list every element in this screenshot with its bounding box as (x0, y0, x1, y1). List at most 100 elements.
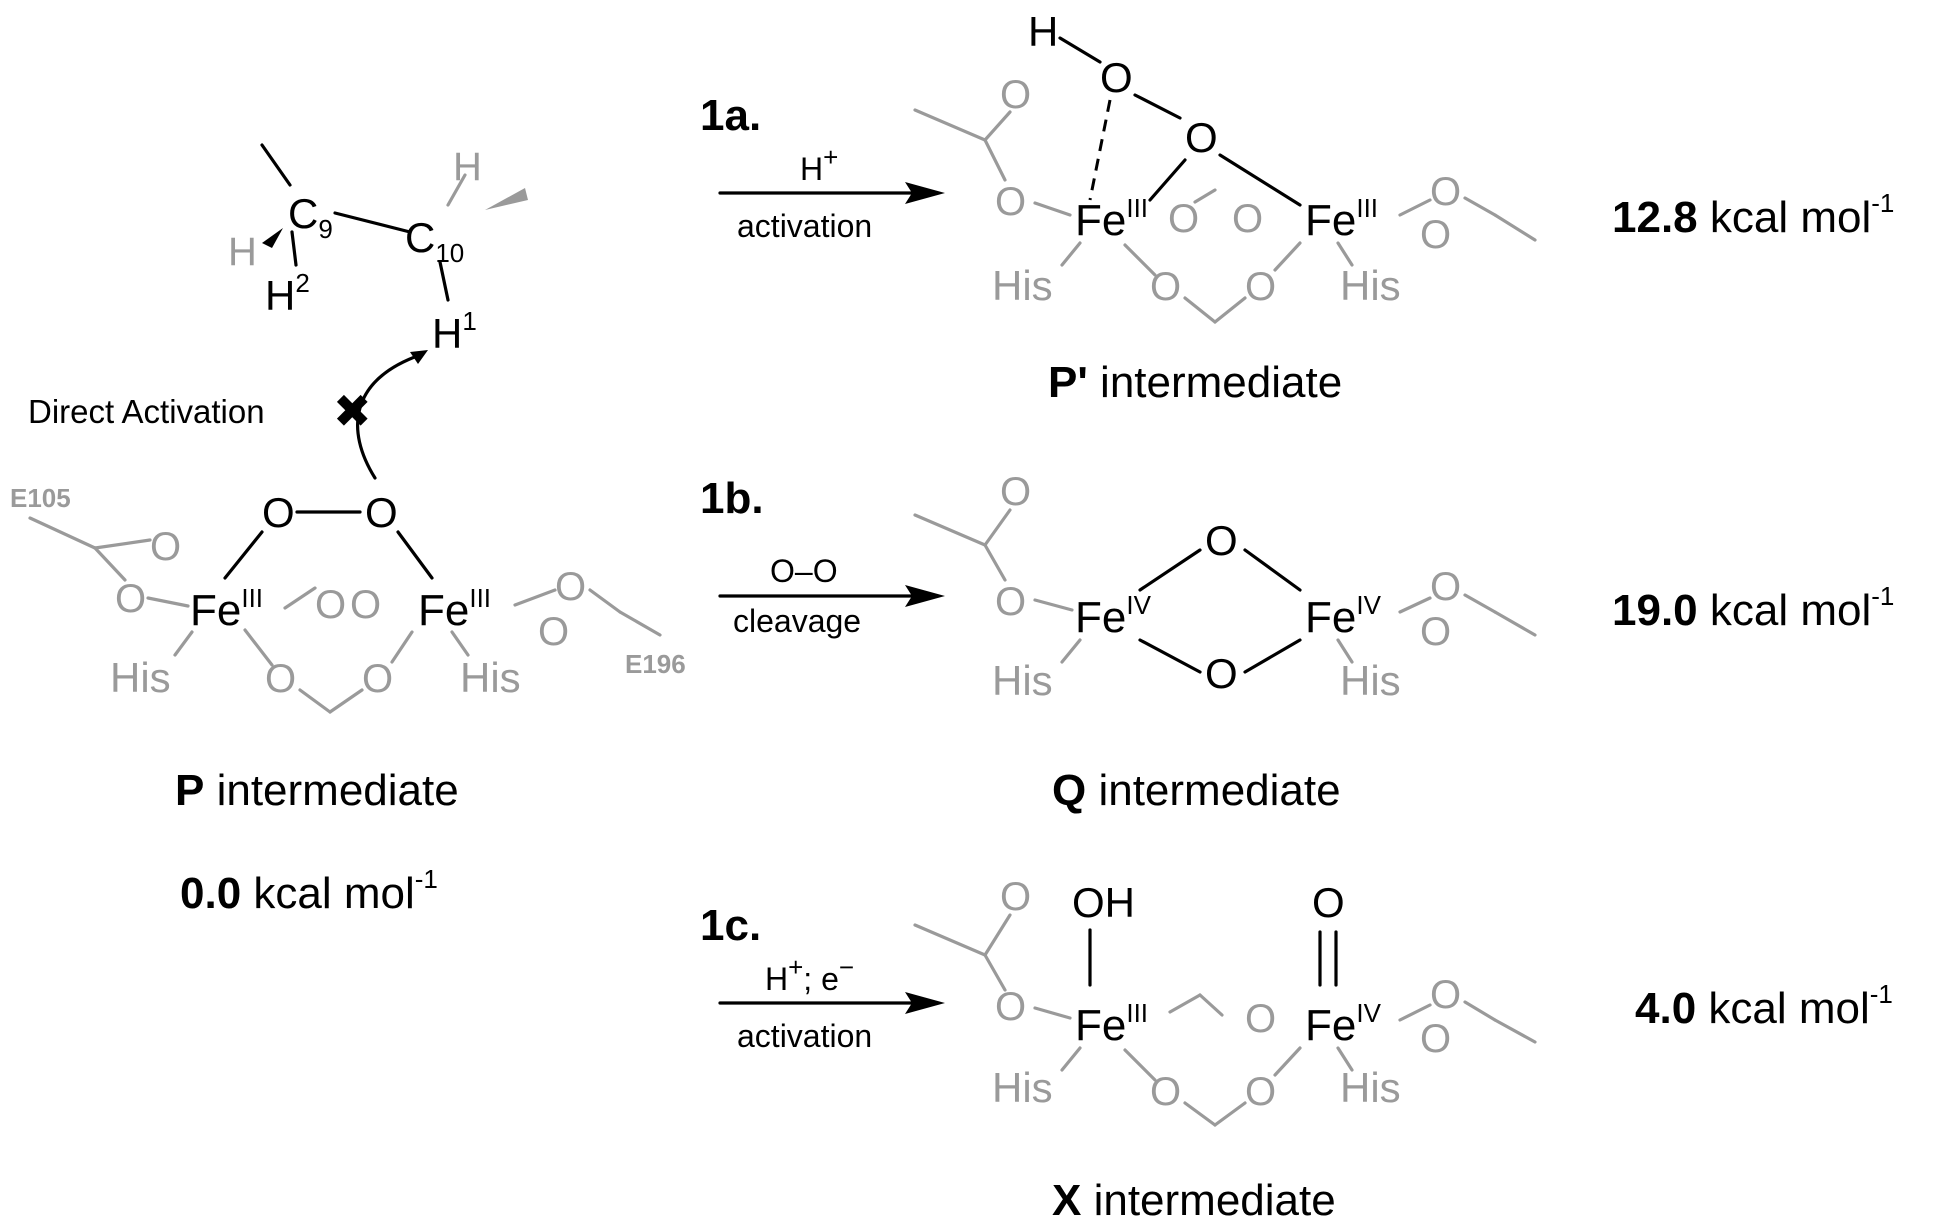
pprime-fe1-his (1060, 241, 1082, 267)
pprime-fe2-b2 (1273, 241, 1302, 272)
x-rmethyl (1493, 1018, 1537, 1044)
x-lo1: O (1000, 875, 1031, 919)
direct-activation-arrowhead (410, 350, 428, 364)
c10-h-bond (446, 173, 467, 207)
step-1c-arrowhead (905, 992, 945, 1014)
pprime-bo2: O (1232, 197, 1263, 241)
blocked-x-icon: ✖ (333, 385, 372, 437)
e196-o2: O (538, 610, 569, 654)
o-o-bond-1a (1133, 93, 1182, 120)
pprime-his2: His (1340, 262, 1401, 309)
q-mu-o1: O (1205, 517, 1238, 564)
e105-fe-bond (146, 596, 190, 608)
step-1c-condition-bottom: activation (737, 1018, 872, 1054)
hydroperoxo-o2: O (1185, 114, 1218, 161)
pprime-ro2: O (1420, 213, 1451, 257)
c9-c10-bond (333, 211, 412, 234)
x-fe2-ro (1398, 1003, 1432, 1022)
pprime-co2 (983, 138, 1007, 182)
step-1b-condition-bottom: cleavage (733, 603, 861, 639)
fe2-bridge2-bond (390, 630, 414, 664)
p-fe1: FeIII (190, 583, 263, 635)
q-ro2: O (1420, 610, 1451, 654)
o2-fe1-bond (1148, 158, 1187, 202)
x-fe1-b2 (1123, 1048, 1157, 1082)
bridge-o2: O (350, 583, 381, 627)
p-his2: His (460, 654, 521, 701)
pprime-fe2-his (1336, 241, 1354, 267)
e105-o2: O (115, 577, 146, 621)
q-fe1-o1 (1138, 548, 1202, 592)
q-rc (1463, 593, 1497, 614)
x-oxo: O (1312, 879, 1345, 926)
e105-o1: O (150, 525, 181, 569)
x-b2c (1183, 1101, 1217, 1127)
bridge-o1: O (315, 583, 346, 627)
bridge2-o1: O (265, 657, 296, 701)
c10-atom: C10 (405, 214, 464, 268)
x-bc1 (1168, 993, 1202, 1014)
x-rc (1463, 1000, 1497, 1022)
q-lo2: O (995, 580, 1026, 624)
x-ro2: O (1420, 1017, 1451, 1061)
q-energy: 19.0 kcal mol-1 (1612, 581, 1894, 635)
e105-co-bond (93, 538, 152, 550)
pprime-bo1: O (1168, 197, 1199, 241)
pprime-fe2: FeIII (1305, 193, 1378, 245)
fe1-o-bond (223, 530, 264, 580)
q-fe1-o2 (1138, 638, 1202, 674)
direct-activation-label: Direct Activation (28, 393, 265, 430)
peroxo-o1: O (262, 489, 295, 536)
pprime-lo2: O (995, 180, 1026, 224)
c10-h-atom: H (453, 145, 482, 189)
pprime-lo1: O (1000, 73, 1031, 117)
e196-methyl-bond (618, 610, 662, 637)
x-lo2: O (995, 985, 1026, 1029)
x-co2 (983, 953, 1007, 992)
pprime-fe2-ro (1398, 198, 1432, 217)
o-fe-dashed-bond (1088, 99, 1112, 201)
x-b2c2 (1213, 1101, 1247, 1127)
direct-activation-arrow (356, 353, 422, 480)
step-1a-condition-top: H+ (800, 142, 838, 187)
step-1b-condition-top: O–O (770, 553, 838, 589)
step-1c-label: 1c. (700, 901, 761, 950)
pprime-rc (1463, 196, 1497, 217)
x-methyl (913, 923, 987, 957)
pprime-b2o2: O (1245, 265, 1276, 309)
fe1-bridge2-bond (243, 628, 274, 667)
q-rmethyl (1493, 610, 1537, 637)
p-energy: 0.0 kcal mol-1 (180, 864, 438, 918)
bridge2-o2: O (362, 657, 393, 701)
o2-fe2-bond (1218, 153, 1302, 207)
step-1a-arrowhead (905, 182, 945, 204)
pprime-fe1: FeIII (1075, 193, 1148, 245)
step-1b-arrowhead (905, 585, 945, 607)
x-lo2-fe (1033, 1006, 1072, 1020)
q-lo1: O (1000, 470, 1031, 514)
fe2-o-bond (396, 530, 434, 580)
peroxo-o2: O (365, 489, 398, 536)
fe1-his-bond (173, 630, 194, 657)
x-fe1-his (1060, 1046, 1082, 1072)
bridge-c1 (283, 586, 317, 610)
h1-atom: H1 (432, 306, 477, 357)
q-methyl (913, 513, 987, 547)
pprime-bc (1193, 188, 1217, 204)
e196-o1: O (555, 565, 586, 609)
c9-atom: C9 (288, 190, 333, 244)
bridge2-c-bond (298, 688, 332, 714)
x-fe2: FeIV (1305, 998, 1382, 1050)
q-fe2: FeIV (1305, 590, 1382, 642)
x-bc2 (1198, 993, 1224, 1017)
q-ro1: O (1430, 565, 1461, 609)
c10-h1-bond (438, 260, 450, 302)
x-b2o1: O (1150, 1070, 1181, 1114)
pprime-b2c2 (1213, 296, 1247, 324)
hydroperoxo-h: H (1028, 8, 1058, 55)
h-o-bond (1058, 36, 1102, 64)
e196-fe-bond (513, 588, 557, 607)
x-hydroxo: OH (1072, 879, 1135, 926)
q-his1: His (992, 657, 1053, 704)
step-1b-label: 1b. (700, 474, 764, 523)
